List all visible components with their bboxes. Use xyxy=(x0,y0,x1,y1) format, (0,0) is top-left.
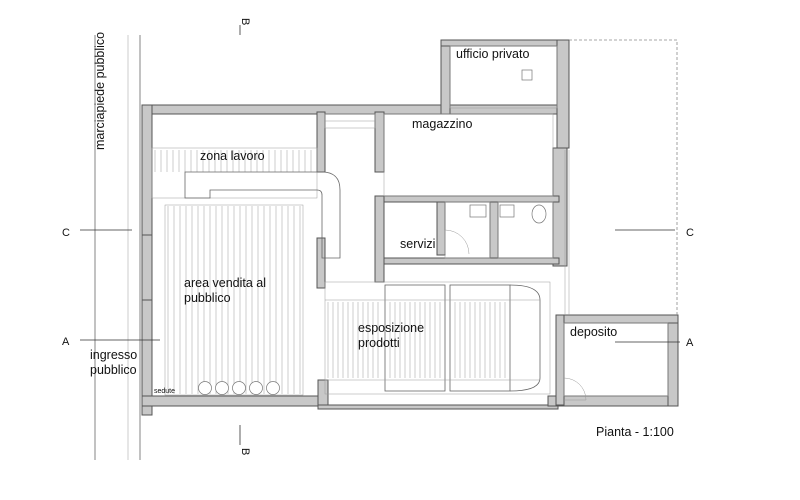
open-area-outline xyxy=(569,39,678,315)
counter xyxy=(184,171,341,259)
seat-icon xyxy=(232,381,246,395)
section-c-left: C xyxy=(62,227,70,239)
section-c-right: C xyxy=(686,227,694,239)
section-a-right: A xyxy=(686,337,694,349)
room-area-vendita-line2: pubblico xyxy=(184,291,231,305)
room-magazzino: magazzino xyxy=(412,117,472,131)
room-zona-lavoro: zona lavoro xyxy=(200,149,265,163)
scale-caption: Pianta - 1:100 xyxy=(596,425,674,439)
zona-lavoro-floor xyxy=(151,147,318,199)
display-floor-stripes xyxy=(327,302,379,378)
esposizione-floor xyxy=(324,281,551,395)
seat-icon xyxy=(266,381,280,395)
seating xyxy=(198,381,280,395)
display-floor-stripes xyxy=(454,302,506,378)
room-ufficio-privato: ufficio privato xyxy=(456,47,529,61)
seat-icon xyxy=(198,381,212,395)
display-floor-stripes xyxy=(389,302,441,378)
area-vendita-floor xyxy=(164,204,304,396)
room-area-vendita-line1: area vendita al xyxy=(184,276,266,290)
section-b-bottom: B xyxy=(239,448,251,455)
seat-icon xyxy=(249,381,263,395)
seat-icon xyxy=(215,381,229,395)
room-esposizione-line1: esposizione xyxy=(358,321,424,335)
room-esposizione-line2: prodotti xyxy=(358,336,400,350)
sink-icon xyxy=(469,204,487,218)
room-ingresso-line2: pubblico xyxy=(90,363,137,377)
work-floor-stripes xyxy=(154,150,312,172)
sales-floor-stripes xyxy=(167,206,301,394)
room-deposito: deposito xyxy=(570,325,617,339)
sidewalk xyxy=(94,35,141,460)
section-a-left: A xyxy=(62,336,70,348)
sink-icon xyxy=(499,204,515,218)
seating-label: sedute xyxy=(154,388,175,395)
room-ingresso-line1: ingresso xyxy=(90,348,137,362)
section-lines xyxy=(80,25,680,445)
sidewalk-label: marciapiede pubblico xyxy=(93,32,107,150)
room-servizi: servizi xyxy=(400,237,435,251)
office-cabinet xyxy=(521,69,533,81)
toilet-icon xyxy=(531,204,547,224)
section-b-top: B xyxy=(239,18,251,25)
